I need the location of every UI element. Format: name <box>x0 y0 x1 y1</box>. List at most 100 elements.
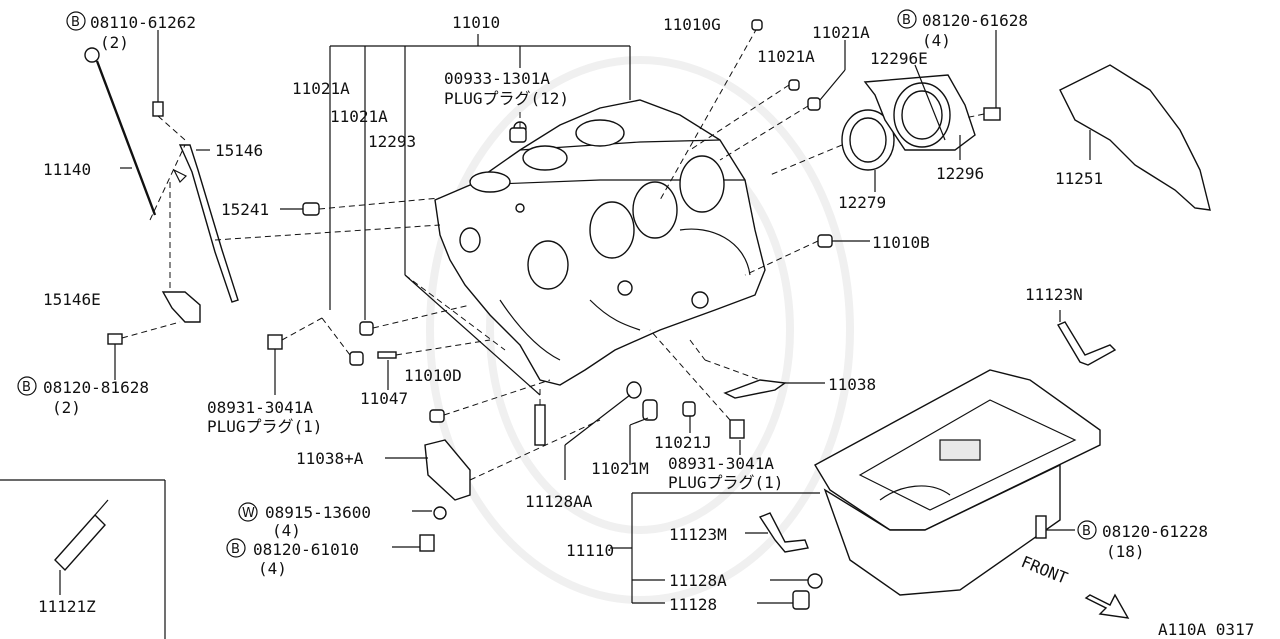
label-15146: 15146 <box>215 141 263 160</box>
label-11038a: 11038+A <box>296 449 364 468</box>
label-12279: 12279 <box>838 193 886 212</box>
label-11123m: 11123M <box>669 525 727 544</box>
plug-12-part <box>509 127 527 143</box>
label-11047: 11047 <box>360 389 408 408</box>
label-08120-61010: 08120-61010 <box>253 540 359 559</box>
oring-11128aa <box>564 381 642 480</box>
bolt-08120-61010 <box>419 534 435 552</box>
baffle-11038 <box>689 339 825 399</box>
label-11121z: 11121Z <box>38 597 96 616</box>
bolt-08120-61628 <box>964 30 1001 121</box>
label-08120-61228: 08120-61228 <box>1102 522 1208 541</box>
bolt-marker-08120-61628-text: B <box>902 13 911 28</box>
seal-15241-part <box>302 202 320 216</box>
bolt-08120-81628 <box>107 321 181 380</box>
label-plug-1-left: PLUGプラグ(1) <box>207 417 322 436</box>
label-11123n: 11123N <box>1025 285 1083 304</box>
label-11010d: 11010D <box>404 366 462 385</box>
dowel-11010d <box>429 379 551 423</box>
gasket-11123m <box>758 512 809 553</box>
plug-11021a-b <box>359 321 374 336</box>
pin-11047 <box>377 339 491 390</box>
label-08110-61262-qty: (2) <box>100 33 129 52</box>
label-11021a-3: 11021A <box>812 23 870 42</box>
bolt-marker-08120-61010-text: B <box>231 542 240 557</box>
bolt-marker-08120-61010 <box>226 538 246 558</box>
label-11010g: 11010G <box>663 15 721 34</box>
dowel-11010b <box>817 234 833 248</box>
figure-code: A110A 0317 <box>1158 620 1254 639</box>
washer-marker-08915 <box>238 502 258 522</box>
label-12293: 12293 <box>368 132 416 151</box>
label-11021j: 11021J <box>654 433 712 452</box>
bolt-marker-08120-61628 <box>897 9 917 29</box>
plug-08931-right <box>649 329 745 455</box>
dipstick-11140 <box>84 47 157 216</box>
bolt-marker-08110 <box>66 11 86 31</box>
label-11251: 11251 <box>1055 169 1103 188</box>
label-08110-61262: 08110-61262 <box>90 13 196 32</box>
bracket-11010 <box>329 34 631 396</box>
front-arrow <box>1084 593 1130 619</box>
leader-dipstick <box>149 144 186 221</box>
rear-oil-seal-12279 <box>769 109 895 192</box>
dipstick-tube-15146 <box>172 144 239 303</box>
bolt-bottom-part <box>534 404 546 446</box>
cylinder-block <box>434 99 766 386</box>
label-00933-1301a: 00933-1301A <box>444 69 550 88</box>
plug-08931-left <box>267 317 351 395</box>
label-15241: 15241 <box>221 200 269 219</box>
label-08120-61628-qty: (4) <box>922 31 951 50</box>
label-11021a-1: 11021A <box>292 79 350 98</box>
label-11128aa: 11128AA <box>525 492 593 511</box>
label-08120-61010-qty: (4) <box>258 559 287 578</box>
label-11021a-4: 11021A <box>757 47 815 66</box>
seal-housing-11038a <box>385 419 601 501</box>
label-12296: 12296 <box>936 164 984 183</box>
label-08120-81628: 08120-81628 <box>43 378 149 397</box>
seal-retainer-12296 <box>863 64 976 160</box>
label-11021a-2: 11021A <box>330 107 388 126</box>
strainer-11021m <box>642 399 658 421</box>
label-11110: 11110 <box>566 541 614 560</box>
bolt-marker-08120-61228 <box>1077 520 1097 540</box>
label-08931-3041a-left: 08931-3041A <box>207 398 313 417</box>
bolt-marker-08110-text: B <box>71 15 80 30</box>
gasket-11123n <box>1056 321 1117 366</box>
label-08120-61628: 08120-61628 <box>922 11 1028 30</box>
label-15146e: 15146E <box>43 290 101 309</box>
label-11010b: 11010B <box>872 233 930 252</box>
label-12296e: 12296E <box>870 49 928 68</box>
label-08931-3041a-right: 08931-3041A <box>668 454 774 473</box>
rear-plate-11251 <box>1059 64 1211 211</box>
leader-15241 <box>318 197 441 210</box>
plug-11021j <box>682 401 696 417</box>
plug-11021a-a <box>349 351 364 366</box>
label-11128: 11128 <box>669 595 717 614</box>
labels: B 08110-61262 (2) 11010 11021A 11021A 12… <box>17 9 1254 639</box>
leader-11010g <box>659 27 758 201</box>
label-11128a: 11128A <box>669 571 727 590</box>
plug-11021a-right2 <box>807 97 821 111</box>
washer-08915 <box>433 506 447 520</box>
label-11010: 11010 <box>452 13 500 32</box>
washer-marker-08915-text: W <box>242 506 255 521</box>
bolt-08120-61228 <box>1035 515 1075 539</box>
label-08915-13600-qty: (4) <box>272 521 301 540</box>
label-plug-12: PLUGプラグ(12) <box>444 89 569 108</box>
bolt-marker-08120-81628-text: B <box>22 380 31 395</box>
bracket-15146e <box>161 291 201 323</box>
plug-11021a-right <box>788 79 800 91</box>
label-08120-81628-qty: (2) <box>52 398 81 417</box>
dowel-11010g <box>751 19 763 31</box>
oil-pan <box>814 369 1101 596</box>
bolt-marker-08120-81628 <box>17 376 37 396</box>
label-11038: 11038 <box>828 375 876 394</box>
bolt-marker-08120-61228-text: B <box>1082 524 1091 539</box>
label-11021m: 11021M <box>591 459 649 478</box>
label-08915-13600: 08915-13600 <box>265 503 371 522</box>
front-label: FRONT <box>1019 552 1071 588</box>
bolt-08110 <box>152 30 186 141</box>
label-11140: 11140 <box>43 160 91 179</box>
